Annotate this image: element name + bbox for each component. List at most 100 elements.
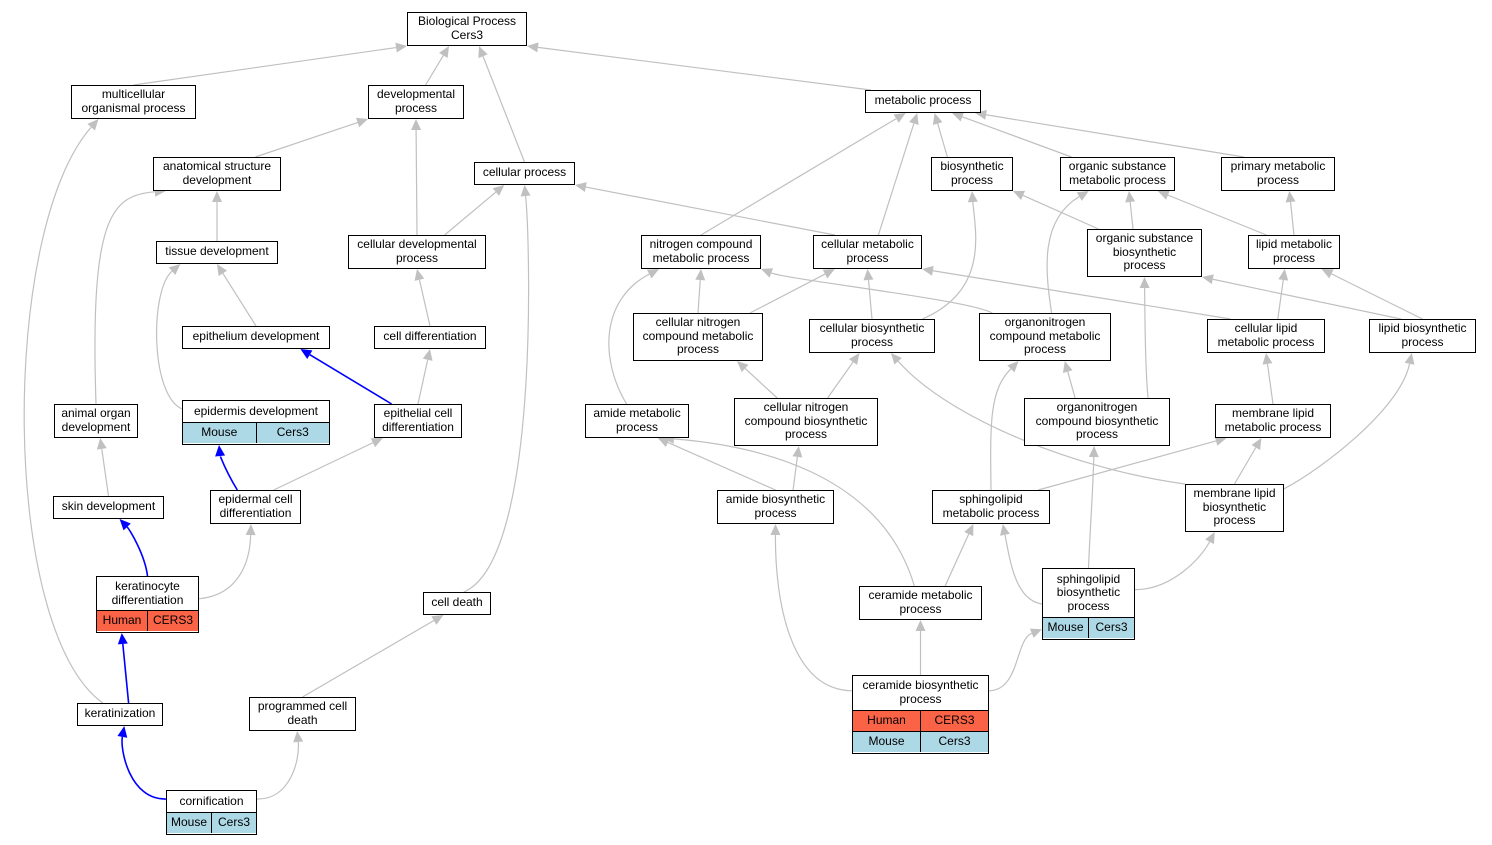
arrow-head: [1000, 524, 1010, 536]
edge-gray: [985, 114, 1244, 158]
edge-gray: [1067, 371, 1076, 399]
go-term-label: biosynthetic process: [940, 159, 1004, 187]
edge-gray: [1087, 456, 1095, 569]
go-term-label: lipid biosynthetic process: [1378, 321, 1467, 349]
edge-blue: [309, 353, 393, 405]
arrow-head: [863, 269, 874, 281]
edge-gray: [302, 620, 435, 698]
edge-gray: [23, 126, 104, 704]
go-term-label: Biological Process Cers3: [417, 14, 517, 42]
go-term-td: tissue development: [156, 241, 278, 264]
go-term-smp: sphingolipid metabolic process: [932, 490, 1050, 524]
arrow-head: [822, 269, 835, 279]
arrow-head: [422, 349, 433, 361]
edge-blue: [126, 526, 149, 577]
arrow-head: [1321, 269, 1334, 279]
go-term-mlmp: membrane lipid metabolic process: [1215, 404, 1331, 438]
species-cell: Mouse: [201, 425, 238, 440]
edge-gray: [198, 534, 252, 600]
go-term-label: sphingolipid metabolic process: [942, 492, 1040, 520]
edge-gray: [1233, 447, 1257, 485]
edge-gray: [1167, 194, 1267, 236]
go-term-cncbp: cellular nitrogen compound biosynthetic …: [734, 398, 878, 446]
arrow-head: [1285, 191, 1296, 203]
go-term-cdp: cellular developmental process: [348, 235, 486, 269]
arrow-head: [848, 353, 860, 365]
arrow-head: [964, 524, 974, 537]
species-cell: Mouse: [170, 815, 208, 830]
edge-blue: [219, 455, 238, 491]
go-term-pcd: programmed cell death: [249, 697, 356, 731]
edge-gray: [417, 359, 429, 405]
edge-gray: [482, 56, 526, 163]
go-term-label: cellular developmental process: [357, 237, 477, 265]
gene-cell: Cers3: [1088, 618, 1134, 639]
arrow-head: [370, 438, 383, 448]
arrow-head: [117, 633, 128, 645]
edge-gray: [273, 442, 374, 491]
edge-gray: [774, 534, 853, 692]
go-term-cdeath: cell death: [423, 592, 491, 615]
edge-gray: [962, 116, 1072, 158]
arrow-head: [431, 615, 444, 625]
arrow-head: [96, 438, 107, 450]
go-term-label: membrane lipid metabolic process: [1224, 406, 1322, 434]
go-term-lmp: lipid metabolic process: [1248, 235, 1340, 269]
go-term-label: skin development: [61, 499, 156, 514]
arrow-head: [117, 726, 128, 738]
edge-gray: [1134, 541, 1211, 591]
go-term-label: organonitrogen compound metabolic proces…: [989, 315, 1101, 357]
species-cell: Mouse: [1047, 620, 1084, 635]
go-term-lbp: lipid biosynthetic process: [1369, 319, 1476, 353]
edge-gray: [418, 279, 431, 327]
go-term-mop: multicellular organismal process: [71, 85, 196, 119]
edge-gray: [897, 360, 1186, 485]
go-term-label: cellular nitrogen compound metabolic pro…: [642, 315, 754, 357]
arrow-head: [520, 185, 531, 197]
species-cell: Human: [867, 713, 906, 728]
edge-gray: [1266, 363, 1274, 405]
arrow-head: [1214, 436, 1227, 446]
go-term-label: organic substance biosynthetic process: [1095, 231, 1194, 273]
arrow-head: [909, 113, 919, 125]
edge-gray: [585, 186, 835, 236]
go-term-cermp: ceramide metabolic process: [859, 586, 982, 620]
arrow-head: [1062, 361, 1073, 373]
arrow-head: [737, 361, 749, 373]
arrow-head: [527, 42, 539, 53]
go-term-ncmp: nitrogen compound metabolic process: [641, 235, 761, 269]
edge-gray: [877, 123, 915, 236]
arrow-head: [492, 185, 505, 196]
edge-gray: [1331, 273, 1423, 320]
edge-gray: [1212, 278, 1402, 320]
go-term-dp: developmental process: [368, 85, 464, 119]
edge-gray: [444, 191, 497, 236]
go-term-label: amide metabolic process: [593, 406, 681, 434]
edge-gray: [255, 121, 358, 158]
arrow-head: [168, 264, 181, 275]
arrow-head: [414, 269, 425, 281]
edge-gray: [1022, 194, 1099, 230]
go-term-ker: keratinization: [77, 703, 163, 726]
go-term-label: multicellular organismal process: [81, 87, 186, 115]
arrow-head: [1007, 361, 1019, 373]
go-term-label: epidermis development: [193, 403, 319, 418]
go-term-amp: amide metabolic process: [585, 404, 689, 438]
gene-cell: CERS3: [147, 611, 198, 632]
go-term-label: cellular lipid metabolic process: [1217, 321, 1315, 349]
arrow-head: [395, 42, 407, 53]
arrow-head: [439, 46, 449, 59]
arrow-head: [355, 117, 368, 128]
edge-gray: [937, 123, 948, 158]
arrow-head: [1202, 274, 1214, 285]
go-term-label: ceramide metabolic process: [868, 588, 973, 616]
go-term-abp: amide biosynthetic process: [717, 490, 834, 524]
